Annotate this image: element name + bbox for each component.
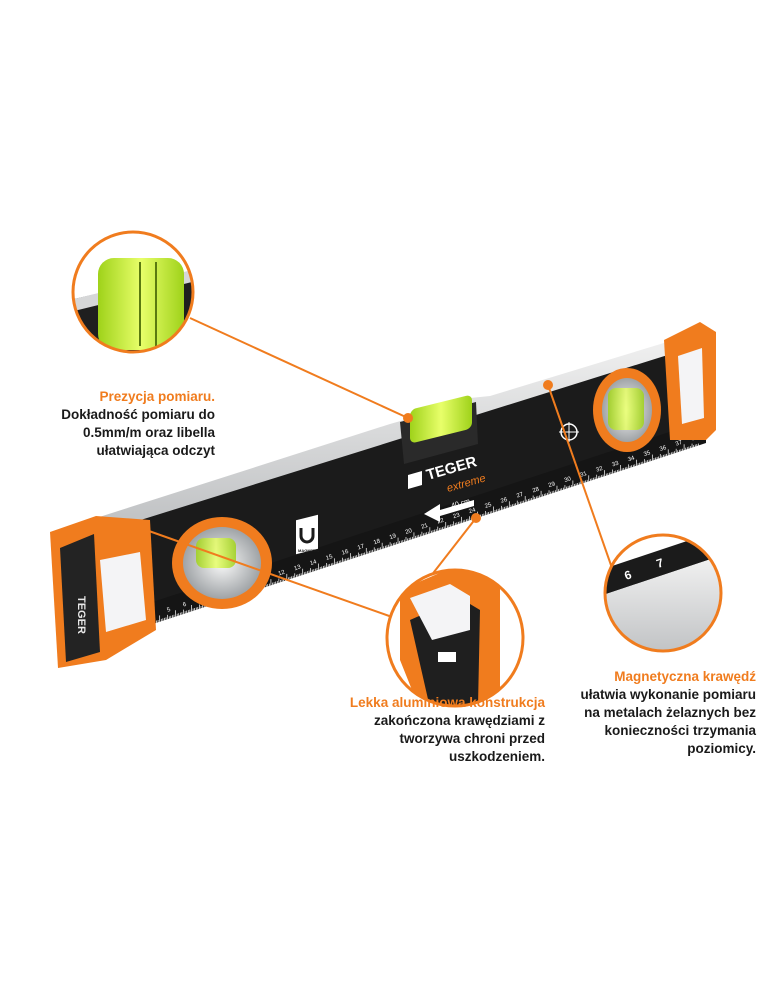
ruler-number: 6 [182, 602, 188, 609]
ruler-number: 32 [595, 466, 604, 474]
vial-window-left [172, 517, 272, 609]
callout-precision-body: Dokładność pomiaru do 0.5mm/m oraz libel… [61, 407, 215, 458]
ruler-number: 29 [548, 481, 557, 489]
zoom-vial-detail [71, 230, 195, 354]
ruler-number: 17 [357, 543, 366, 551]
callout-aluminium-title: Lekka aluminiowa konstrukcja [349, 695, 545, 710]
ruler-number: 25 [484, 502, 493, 510]
ruler-number: 30 [564, 476, 573, 484]
ruler-number: 24 [468, 507, 477, 515]
ruler-number: 14 [309, 559, 318, 567]
ruler-number: 21 [421, 523, 430, 531]
ruler-number: 15 [325, 554, 334, 562]
magnet-badge: MAGNETIC [296, 514, 319, 555]
ruler-number: 12 [278, 569, 287, 577]
vial-window-right [593, 368, 661, 452]
connector-dots [127, 380, 553, 530]
ruler-number: 34 [627, 455, 636, 463]
callout-precision: Prezycja pomiaru. Dokładność pomiaru do … [55, 388, 215, 460]
zoom-magnetic-edge-detail: 6 7 [603, 533, 723, 653]
svg-text:7: 7 [655, 555, 666, 570]
ruler-number: 23 [452, 512, 461, 520]
zoom-end-cap-detail [385, 568, 525, 708]
callout-aluminium-body: zakończona krawędziami z tworzywa chroni… [373, 713, 545, 764]
end-cap-right-grip [678, 348, 704, 424]
side-brand-text: TEGER [75, 596, 87, 634]
callout-magnetic-body: ułatwia wykonanie pomiaru na metalach że… [580, 687, 756, 756]
ruler-number: 26 [500, 497, 509, 505]
callout-precision-title: Prezycja pomiaru. [99, 389, 215, 404]
length-marker: 40 cm [424, 498, 474, 522]
callout-aluminium: Lekka aluminiowa konstrukcja zakończona … [345, 694, 545, 766]
ruler-number: 31 [580, 471, 589, 479]
ruler-number: 5 [166, 607, 172, 614]
ruler-number: 36 [659, 445, 668, 453]
vial-top [400, 395, 478, 464]
ruler-number: 35 [643, 450, 652, 458]
magnet-label: MAGNETIC [298, 548, 319, 553]
callout-magnetic: Magnetyczna krawędź ułatwia wykonanie po… [578, 668, 756, 758]
ruler-number: 16 [341, 549, 350, 557]
ruler-number: 20 [405, 528, 414, 536]
end-cap-left-side [60, 534, 100, 662]
svg-text:6: 6 [623, 567, 634, 582]
ruler-number: 27 [516, 492, 525, 500]
ruler-number: 19 [389, 533, 398, 541]
ruler-number: 18 [373, 538, 382, 546]
callout-magnetic-title: Magnetyczna krawędź [614, 669, 756, 684]
callout-connectors [131, 317, 613, 618]
target-badge [559, 422, 579, 442]
ruler-number: 13 [294, 564, 303, 572]
end-cap-left-grip [100, 552, 146, 632]
ruler-number: 22 [437, 518, 446, 526]
ruler-number: 33 [611, 460, 620, 468]
ruler-number: 28 [532, 486, 541, 494]
magnet-icon [299, 528, 315, 544]
ruler-number: 37 [675, 440, 684, 448]
